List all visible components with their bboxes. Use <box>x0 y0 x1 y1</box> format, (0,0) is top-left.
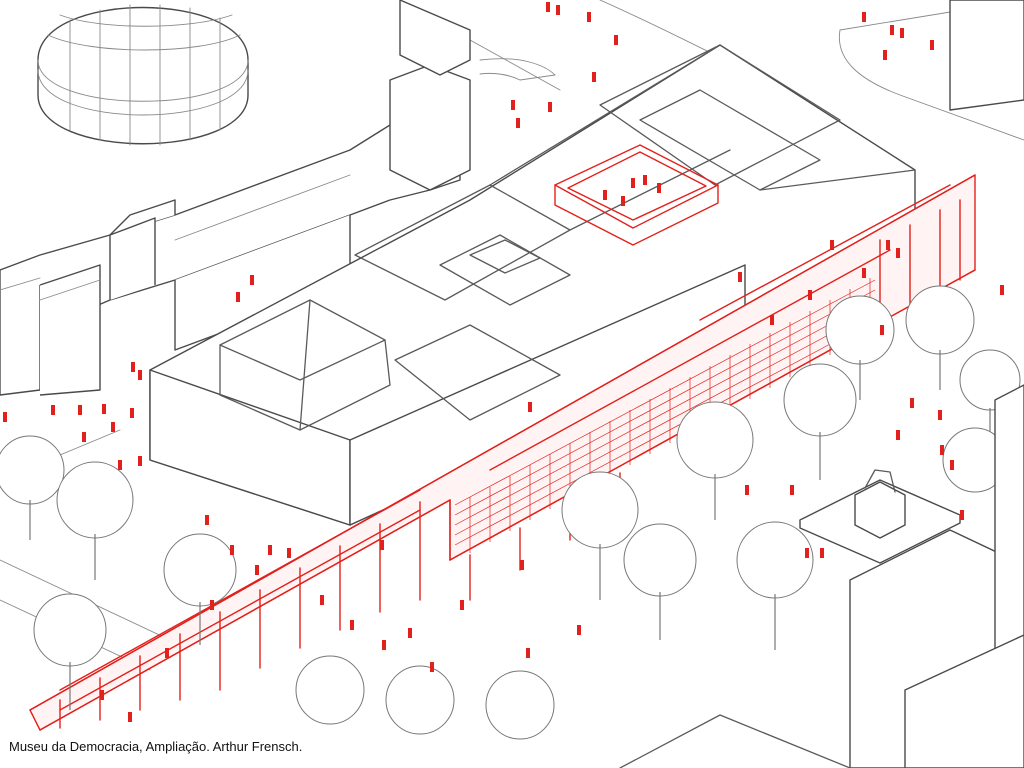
monument <box>799 469 961 564</box>
people <box>3 2 1004 722</box>
dome-building <box>37 4 249 146</box>
museum-building <box>149 44 916 526</box>
right-buildings <box>619 0 1024 768</box>
figure-caption: Museu da Democracia, Ampliação. Arthur F… <box>9 739 303 754</box>
courtyard-intervention <box>554 144 719 246</box>
